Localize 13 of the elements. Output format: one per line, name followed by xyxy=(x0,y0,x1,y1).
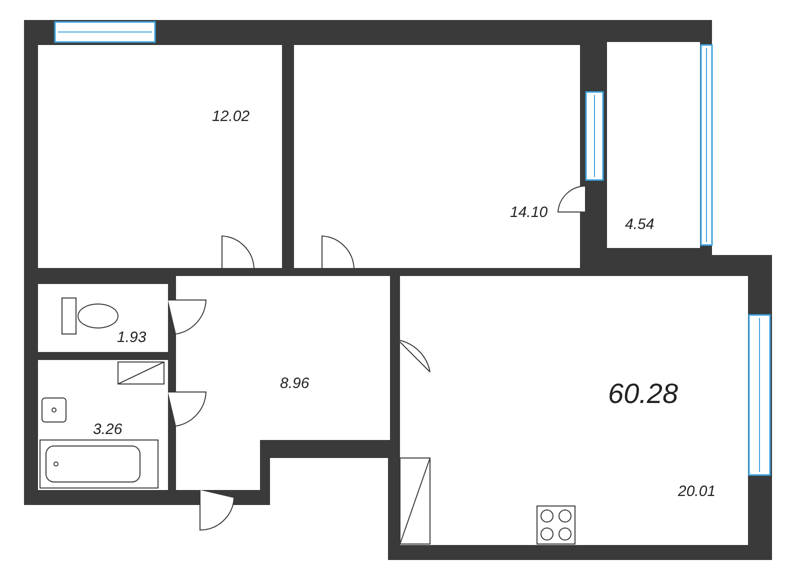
room-floor xyxy=(400,276,748,545)
room-area-label: 14.10 xyxy=(510,204,548,221)
room-floor xyxy=(176,276,390,490)
total-area-label: 60.28 xyxy=(608,378,678,410)
room-area-label: 12.02 xyxy=(212,108,250,125)
room-area-label: 4.54 xyxy=(625,216,654,233)
room-area-label: 20.01 xyxy=(678,483,716,500)
room-area-label: 1.93 xyxy=(117,329,146,346)
room-floor xyxy=(294,45,580,268)
room-area-label: 3.26 xyxy=(93,421,122,438)
room-floor xyxy=(38,45,282,268)
room-area-label: 8.96 xyxy=(280,375,310,392)
room-floor xyxy=(607,42,700,248)
